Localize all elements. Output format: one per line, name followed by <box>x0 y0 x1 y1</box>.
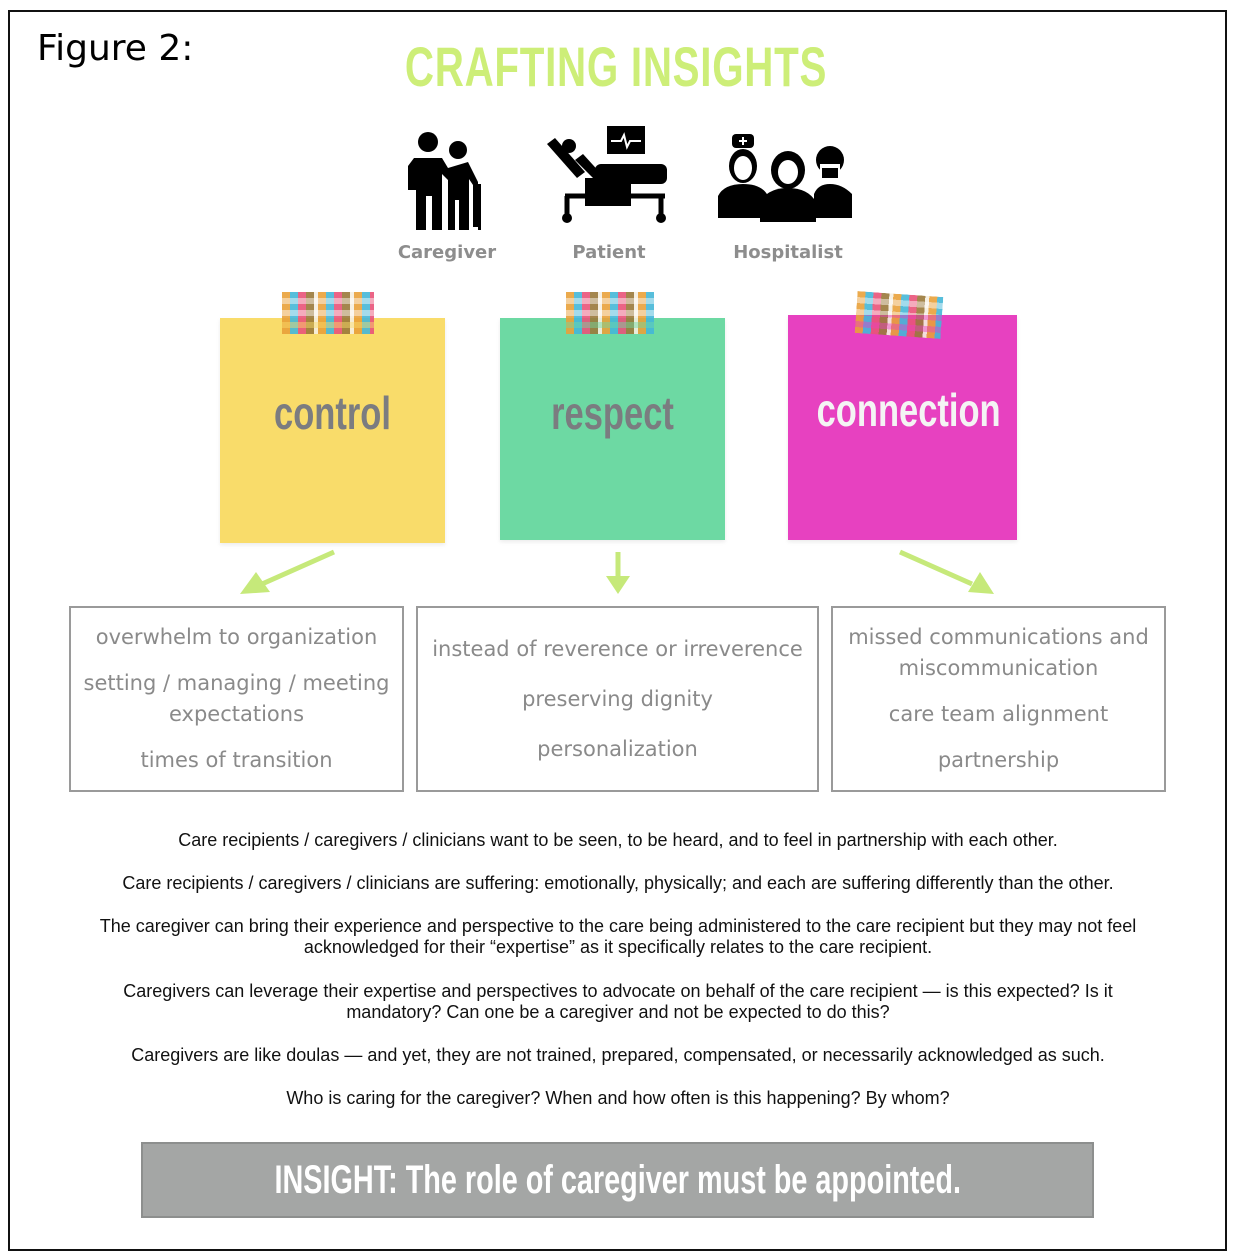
theme-box-respect: instead of reverence or irreverence pres… <box>416 606 819 792</box>
sticky-note-respect: respect <box>500 318 725 540</box>
arrow-right <box>898 549 974 587</box>
arrow-down-head <box>606 576 630 594</box>
finding-paragraph: Caregivers are like doulas — and yet, th… <box>131 1045 1105 1065</box>
note-word: respect <box>551 387 674 439</box>
box-line: times of transition <box>140 748 333 773</box>
finding-paragraph: The caregiver can bring their experience… <box>99 916 1137 957</box>
sticky-note-connection: connection <box>788 315 1017 540</box>
medical-team-icon <box>718 134 852 222</box>
box-line: overwhelm to organization <box>95 624 378 649</box>
insight-text: INSIGHT: The role of caregiver must be a… <box>274 1157 961 1202</box>
finding-paragraph: Caregivers can leverage their expertise … <box>123 981 1113 1022</box>
washi-tape <box>566 292 654 334</box>
theme-box-control: overwhelm to organization setting / mana… <box>69 606 404 792</box>
arrows <box>240 549 994 594</box>
box-line: setting / managing / meeting expectation… <box>83 670 390 726</box>
arrow-left <box>260 549 336 587</box>
finding-paragraph: Care recipients / caregivers / clinician… <box>178 830 1058 850</box>
figure-label: Figure 2: <box>37 28 194 69</box>
persona-label-patient: Patient <box>572 242 646 263</box>
washi-tape <box>282 292 374 334</box>
sticky-note-control: control <box>220 318 445 543</box>
note-word: connection <box>816 384 1001 436</box>
theme-box-connection: missed communications and miscommunicati… <box>831 606 1166 792</box>
box-line: partnership <box>937 748 1060 773</box>
page-title: CRAFTING INSIGHTS <box>404 35 828 98</box>
box-line: care team alignment <box>888 701 1109 726</box>
box-line: instead of reverence or irreverence <box>432 636 803 661</box>
note-word: control <box>274 387 391 439</box>
finding-paragraph: Who is caring for the caregiver? When an… <box>286 1088 950 1108</box>
box-line: preserving dignity <box>522 686 713 711</box>
arrow-right-head <box>968 572 994 594</box>
caregiver-icon <box>408 132 481 230</box>
persona-label-caregiver: Caregiver <box>397 242 497 263</box>
finding-paragraph: Care recipients / caregivers / clinician… <box>122 873 1114 893</box>
box-line: missed communications and miscommunicati… <box>848 624 1149 680</box>
arrow-left-head <box>240 572 270 594</box>
washi-tape <box>854 291 944 339</box>
patient-bed-icon <box>547 126 667 223</box>
persona-label-hospitalist: Hospitalist <box>733 242 843 263</box>
insight-banner: INSIGHT: The role of caregiver must be a… <box>141 1142 1094 1218</box>
box-line: personalization <box>537 736 698 761</box>
figure-frame <box>8 10 1227 1251</box>
